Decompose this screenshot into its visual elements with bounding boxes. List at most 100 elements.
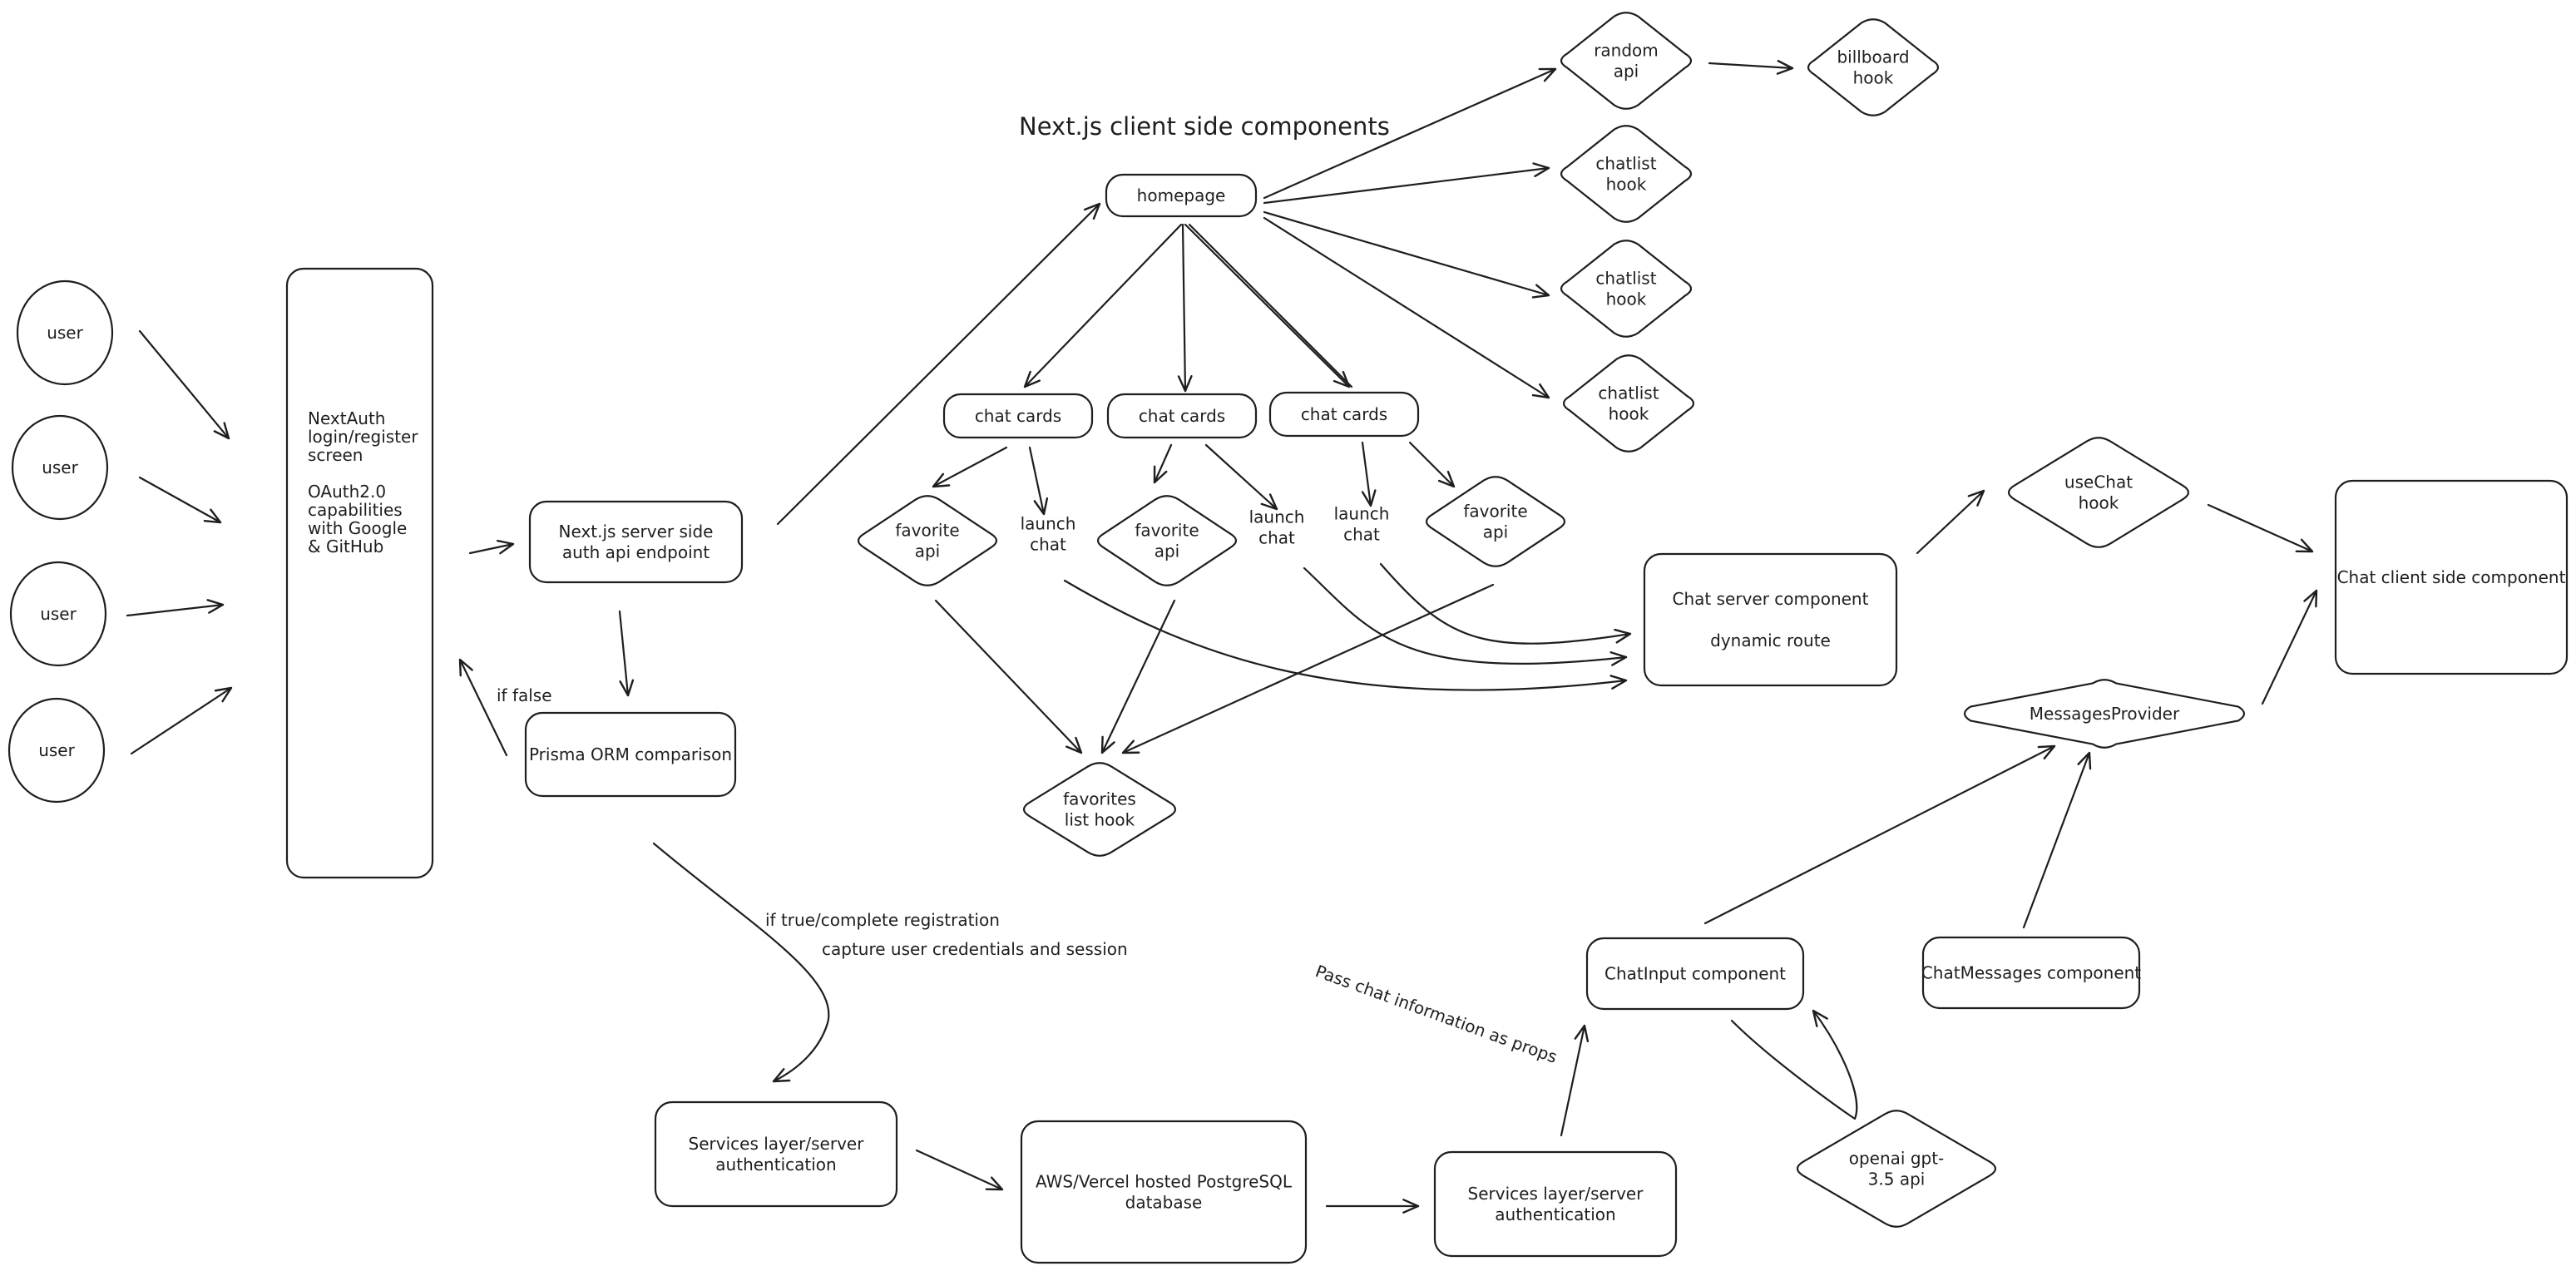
chatlist-hook-3-label-line: hook	[1609, 404, 1649, 424]
chatmessages-component-label: ChatMessages component	[1921, 963, 2141, 983]
favorite-api-1-label-line: api	[915, 542, 941, 561]
billboard-hook-label-line: billboard	[1837, 47, 1909, 67]
edge-services1-postgres	[915, 1149, 1004, 1191]
nextauth-label-line: screen	[308, 445, 363, 465]
billboard-hook-label-line: hook	[1853, 68, 1894, 88]
prisma-label: Prisma ORM comparison	[529, 744, 732, 764]
usechat-hook-label-line: hook	[2079, 493, 2119, 513]
chat-cards-2-label: chat cards	[1139, 406, 1225, 426]
chat-server-component-label-line: Chat server component	[1673, 589, 1869, 609]
user2-label: user	[42, 457, 78, 477]
edge-usechat-client	[2207, 503, 2314, 553]
random-api-label-line: api	[1614, 62, 1639, 82]
user1-label: user	[47, 323, 83, 343]
edge-favorite1-favlist	[934, 599, 1083, 754]
launch-chat-2-label-line: launch	[1249, 507, 1305, 527]
edge-launch1-chatserver	[1063, 579, 1628, 691]
launch-chat-1-label-line: launch	[1021, 514, 1076, 534]
edge-serverauth-homepage	[776, 202, 1101, 526]
user1-label-line: user	[47, 323, 83, 343]
chat-server-component-node: Chat server component dynamic route	[1643, 552, 1898, 687]
homepage-node: homepage	[1105, 173, 1258, 218]
edge-homepage-randomapi	[1263, 67, 1557, 200]
chatlist-hook-1-label-line: hook	[1606, 175, 1647, 195]
prisma-label-line: Prisma ORM comparison	[529, 744, 732, 764]
random-api-label-line: random	[1594, 41, 1659, 61]
favorite-api-3-label-line: api	[1483, 522, 1509, 542]
chatlist-hook-1-label-line: chatlist	[1595, 154, 1656, 174]
edge-cards2-launch2	[1204, 443, 1278, 511]
edge-user4-nextauth	[130, 686, 233, 755]
openai-api-node: openai gpt-3.5 api	[1796, 1110, 1997, 1228]
chat-cards-1-node: chat cards	[942, 393, 1094, 439]
chat-client-component-label: Chat client side component	[2337, 567, 2566, 587]
edge-homepage-cards3	[1184, 223, 1351, 388]
edge-homepage-cards1	[1023, 223, 1183, 388]
edge-randomapi-billboard	[1708, 60, 1794, 75]
launch-chat-3-label-line: launch	[1334, 504, 1390, 524]
nextauth-label-line: & GitHub	[308, 537, 383, 556]
postgres-db-label-line: database	[1125, 1193, 1203, 1213]
edge-cards2-favorite2	[1153, 443, 1173, 484]
edge-cards3-favorite3	[1408, 441, 1456, 488]
openai-api-label-line: 3.5 api	[1868, 1170, 1926, 1189]
chat-client-component-node: Chat client side component	[2334, 479, 2569, 675]
chat-cards-1-label-line: chat cards	[975, 406, 1061, 426]
edge-cards1-launch1	[1028, 446, 1049, 516]
homepage-label: homepage	[1137, 185, 1226, 205]
edge-user3-nextauth	[126, 599, 225, 617]
chat-server-component-label-line: dynamic route	[1710, 631, 1831, 650]
chatlist-hook-2-label-line: hook	[1606, 289, 1647, 309]
chat-cards-1-label: chat cards	[975, 406, 1061, 426]
services-layer-2-label-line: authentication	[1495, 1204, 1615, 1224]
label-capture-credentials: capture user credentials and session	[822, 939, 1128, 959]
edge-serverauth-prisma	[618, 610, 635, 697]
services-layer-1-label-line: authentication	[715, 1155, 836, 1175]
user4-label: user	[38, 740, 75, 760]
services-layer-1-label-line: Services layer/server	[689, 1134, 865, 1154]
chatinput-component-label: ChatInput component	[1604, 964, 1786, 984]
edge-homepage-chatlist3	[1263, 216, 1550, 399]
favorite-api-3-label-line: favorite	[1463, 502, 1527, 522]
favorite-api-1-label-line: favorite	[895, 521, 959, 541]
chat-cards-2-node: chat cards	[1106, 393, 1258, 439]
user1-node: user	[16, 279, 114, 386]
favorite-api-2-label-line: api	[1155, 542, 1180, 561]
label-pass-props: Pass chat information as props	[1313, 961, 1560, 1067]
chat-client-component-label-line: Chat client side component	[2337, 567, 2566, 587]
edge-provider-client	[2261, 589, 2318, 705]
edge-cards1-favorite1	[932, 446, 1008, 488]
edge-launch3-chatserver	[1379, 562, 1632, 645]
messages-provider-label-line: MessagesProvider	[2030, 704, 2180, 724]
nextauth-label-line: OAuth2.0	[308, 482, 386, 502]
diagram-title: Next.js client side components	[1019, 112, 1390, 141]
label-if-false: if false	[497, 685, 552, 705]
edge-prisma-services1	[652, 842, 830, 1083]
chat-server-component-label: Chat server component dynamic route	[1673, 589, 1869, 650]
edge-services2-chatinput	[1560, 1024, 1590, 1137]
